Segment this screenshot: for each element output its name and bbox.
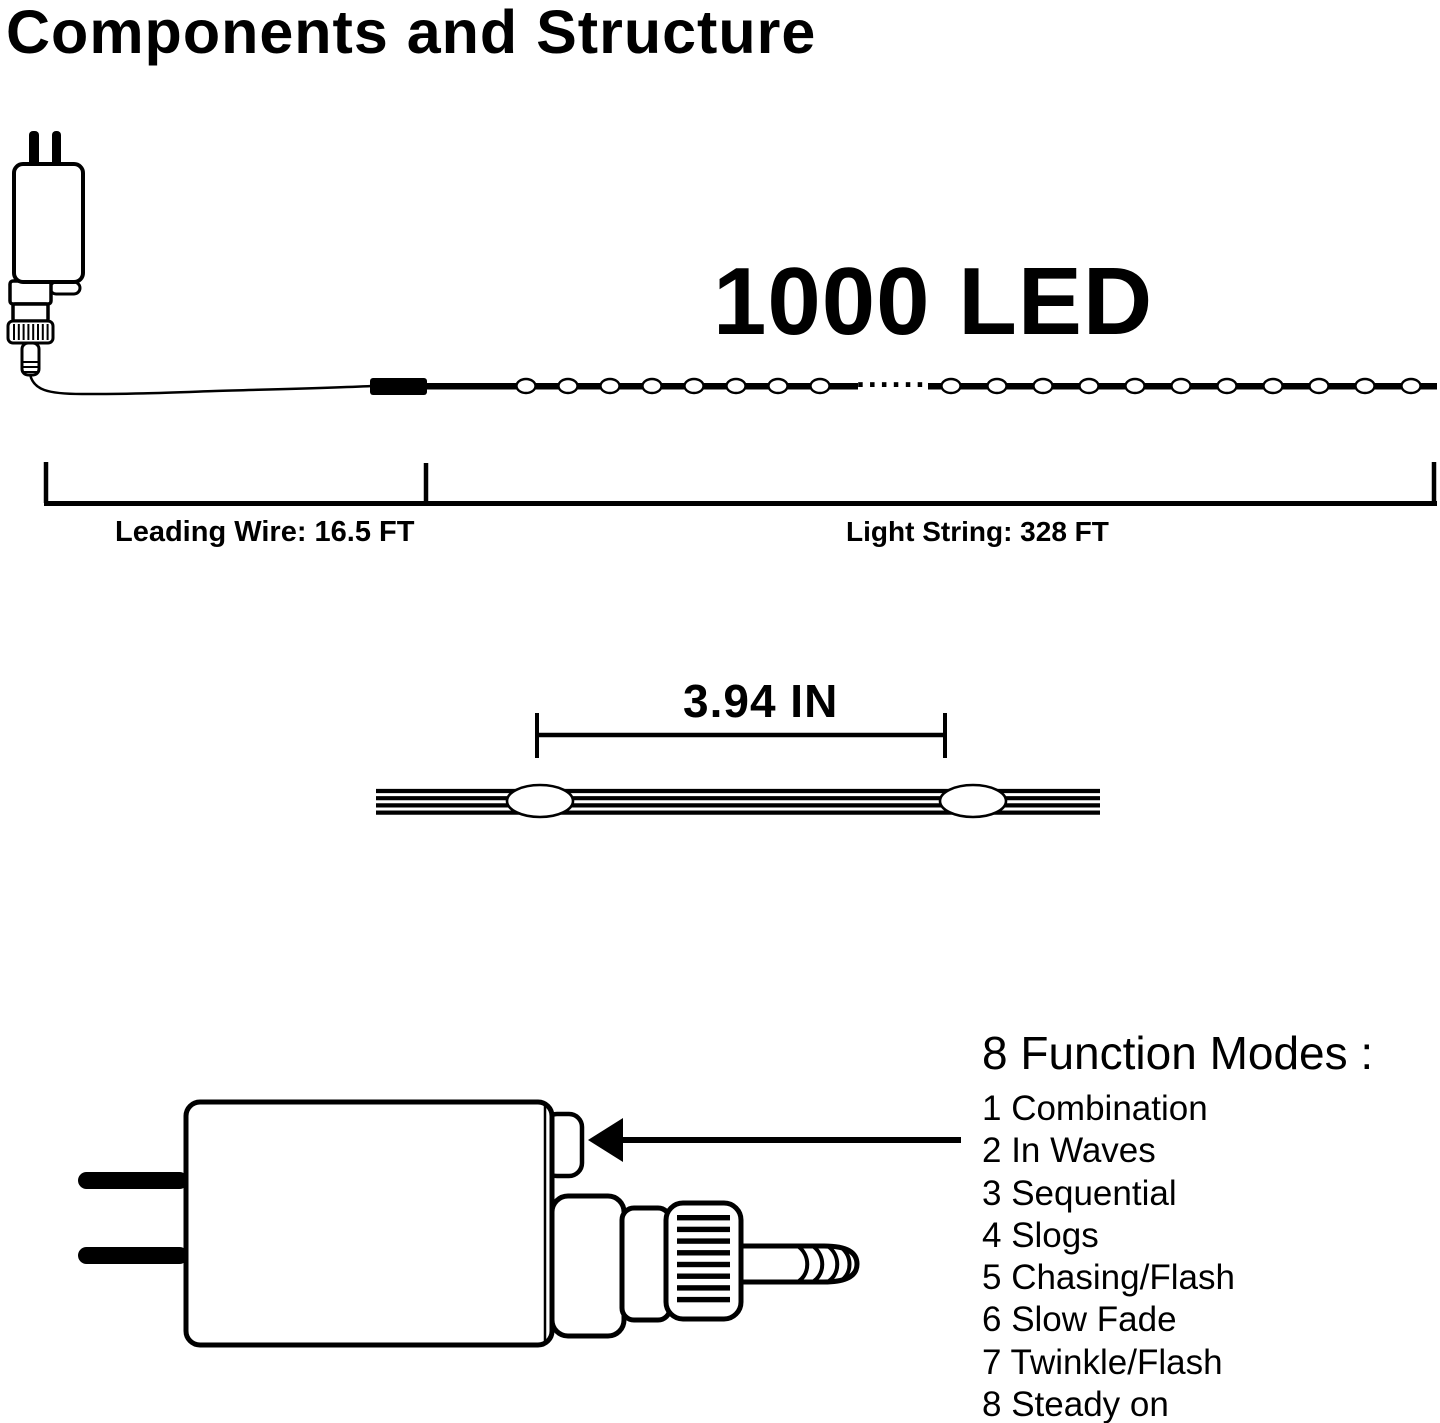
light-string-icon	[424, 377, 1437, 395]
mode-item-1: 1 Combination	[982, 1089, 1208, 1128]
mode-item-8: 8 Steady on	[982, 1385, 1169, 1423]
power-adapter-top-icon	[6, 131, 373, 396]
dimension-bracket-spacing	[535, 713, 947, 758]
mode-item-3: 3 Sequential	[982, 1173, 1177, 1213]
page-title: Components and Structure	[6, 0, 817, 66]
string-continuation-dots: ......	[856, 358, 928, 394]
led-count-label: 1000 LED	[713, 248, 1154, 355]
dimension-bracket-overall	[43, 462, 1437, 506]
mode-item-6: 6 Slow Fade	[982, 1300, 1177, 1340]
led-spacing-strand-icon	[376, 783, 1100, 819]
mode-button-arrow-icon	[588, 1118, 961, 1162]
power-adapter-side-icon	[78, 1099, 860, 1348]
mode-item-7: 7 Twinkle/Flash	[982, 1342, 1223, 1382]
mode-item-2: 2 In Waves	[982, 1131, 1156, 1171]
light-string-dimension-label: Light String: 328 FT	[846, 516, 1109, 547]
leading-wire-dimension-label: Leading Wire: 16.5 FT	[115, 516, 415, 548]
knurl-stripes	[677, 1215, 730, 1303]
function-modes-heading: 8 Function Modes :	[982, 1027, 1374, 1079]
mode-item-4: 4 Slogs	[982, 1215, 1099, 1255]
led-spacing-dimension-label: 3.94 IN	[683, 675, 839, 727]
function-modes-list: 1 Combination 2 In Waves 3 Sequential 4 …	[982, 1088, 1235, 1423]
string-connector-block	[370, 378, 427, 395]
mode-item-5: 5 Chasing/Flash	[982, 1258, 1235, 1298]
